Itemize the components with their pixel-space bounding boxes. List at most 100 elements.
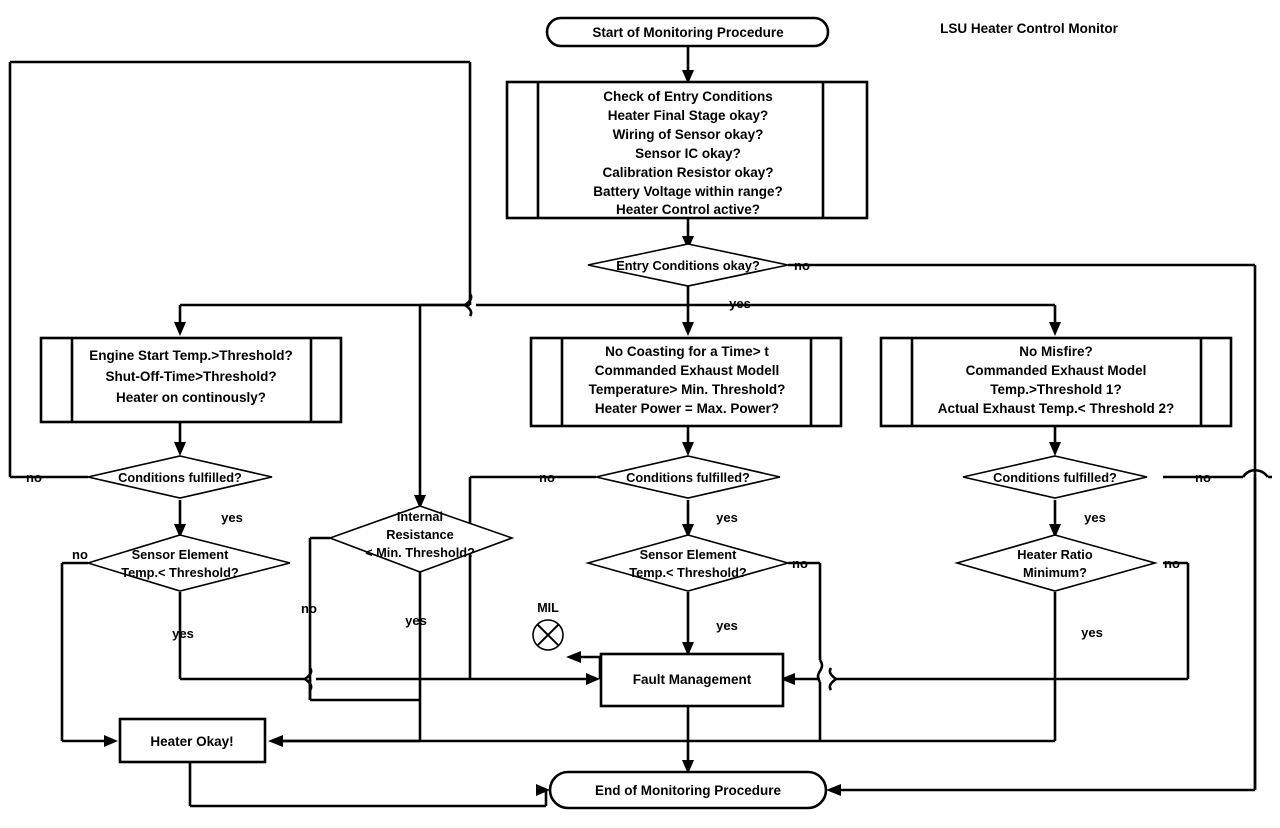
cond-right-shape: [962, 455, 1148, 499]
edge-bus-hop-lower: [464, 303, 473, 317]
end-terminator: End of Monitoring Procedure: [548, 770, 828, 810]
internal-res-shape: [327, 505, 515, 573]
cond-mid-no-label: no: [539, 470, 555, 485]
left-box-line-1: Shut-Off-Time>Threshold?: [105, 369, 276, 384]
entry-conditions-decision: Entry Conditions okay? no yes: [587, 243, 810, 311]
left-box-line-0: Engine Start Temp.>Threshold?: [89, 348, 292, 363]
coasting-exhaust-conditions-box: No Coasting for a Time> t Commanded Exha…: [529, 336, 843, 428]
fault-management-box: Fault Management: [599, 652, 785, 708]
entry-decision-yes-label: yes: [729, 296, 751, 311]
mid-box-line-3: Heater Power = Max. Power?: [595, 401, 779, 416]
arrow-rightbox-to-cond: [1049, 442, 1061, 456]
sensor-left-shape: [85, 534, 291, 592]
edge-condright-no-hop: [1241, 468, 1270, 478]
cond-left-no-label: no: [26, 470, 42, 485]
internal-resistance-decision: Internal Resistance < Min. Threshold? no…: [301, 505, 515, 628]
heater-okay-shape: [118, 717, 267, 764]
sensor-left-line-0: Sensor Element: [132, 547, 229, 562]
cond-left-label: Conditions fulfilled?: [118, 470, 242, 485]
heater-ratio-no-label: no: [1164, 556, 1180, 571]
right-box-outer: [879, 336, 1233, 428]
right-box-line-3: Actual Exhaust Temp.< Threshold 2?: [938, 401, 1174, 416]
conditions-fulfilled-right-decision: Conditions fulfilled? no yes: [962, 455, 1211, 525]
arrow-spine-to-internal-res: [414, 495, 426, 509]
mid-box-line-1: Commanded Exhaust Modell: [595, 363, 780, 378]
cond-left-shape: [87, 455, 273, 499]
right-box-line-2: Temp.>Threshold 1?: [990, 382, 1121, 397]
sensor-mid-yes-label: yes: [716, 618, 738, 633]
internal-res-yes-label: yes: [405, 613, 427, 628]
sensor-left-line-1: Temp.< Threshold?: [121, 565, 239, 580]
cond-right-no-label: no: [1195, 470, 1211, 485]
entry-check-line-2: Wiring of Sensor okay?: [613, 127, 764, 142]
diagram-title: LSU Heater Control Monitor: [940, 21, 1118, 36]
right-box-line-1: Commanded Exhaust Model: [966, 363, 1147, 378]
arrow-sensorleft-no-heaterokay: [104, 735, 118, 747]
heater-ratio-shape: [954, 534, 1158, 592]
entry-check-line-5: Battery Voltage within range?: [593, 184, 783, 199]
sensor-left-yes-label: yes: [172, 626, 194, 641]
cond-right-label: Conditions fulfilled?: [993, 470, 1117, 485]
cond-left-yes-label: yes: [221, 510, 243, 525]
fault-management-shape: [599, 652, 785, 708]
heater-ratio-line-0: Heater Ratio: [1017, 547, 1093, 562]
cond-right-yes-label: yes: [1084, 510, 1106, 525]
entry-check-line-3: Sensor IC okay?: [635, 146, 741, 161]
entry-check-line-4: Calibration Resistor okay?: [602, 165, 773, 180]
entry-decision-no-label: no: [794, 258, 810, 273]
sensor-element-left-decision: Sensor Element Temp.< Threshold? no yes: [72, 534, 291, 641]
arrow-start-to-entry-check: [682, 70, 694, 84]
heater-okay-label: Heater Okay!: [150, 734, 233, 749]
arrow-bus-to-right-box: [1049, 322, 1061, 336]
arrow-sensormid-no-to-fault: [780, 673, 795, 685]
start-terminator-label: Start of Monitoring Procedure: [592, 25, 784, 40]
cond-mid-shape: [595, 455, 781, 499]
sensor-element-mid-decision: Sensor Element Temp.< Threshold? no yes: [585, 534, 808, 633]
cond-mid-label: Conditions fulfilled?: [626, 470, 750, 485]
sensor-mid-line-1: Temp.< Threshold?: [629, 565, 747, 580]
engine-start-conditions-box: Engine Start Temp.>Threshold? Shut-Off-T…: [39, 336, 343, 424]
start-terminator: Start of Monitoring Procedure: [545, 16, 830, 48]
sensor-mid-shape: [585, 534, 791, 592]
sensor-mid-no-label: no: [792, 556, 808, 571]
mil-label: MIL: [537, 601, 559, 615]
internal-res-no-label: no: [301, 601, 317, 616]
entry-decision-label: Entry Conditions okay?: [616, 258, 760, 273]
mid-box-line-2: Temperature> Min. Threshold?: [589, 382, 786, 397]
end-terminator-label: End of Monitoring Procedure: [595, 783, 781, 798]
heater-ratio-line-1: Minimum?: [1023, 565, 1087, 580]
entry-check-outer: [505, 80, 869, 220]
arrow-bus-to-mid-box: [682, 322, 694, 336]
sensor-left-no-label: no: [72, 547, 88, 562]
entry-decision-shape: [587, 243, 789, 287]
edge-faultright-hop-upper: [828, 667, 837, 681]
arrow-right-to-end: [826, 784, 841, 796]
entry-check-line-6: Heater Control active?: [616, 202, 760, 217]
edge-faultright-hop-lower: [828, 677, 837, 691]
entry-check-line-1: Heater Final Stage okay?: [608, 108, 769, 123]
mid-box-line-0: No Coasting for a Time> t: [605, 344, 769, 359]
entry-check-line-0: Check of Entry Conditions: [603, 89, 773, 104]
heater-ratio-yes-label: yes: [1081, 625, 1103, 640]
mid-box-outer: [529, 336, 843, 428]
arrow-sensormid-yes-fault: [682, 642, 694, 656]
start-terminator-shape: [545, 16, 830, 48]
heater-okay-box: Heater Okay!: [118, 717, 267, 764]
sensor-mid-line-0: Sensor Element: [640, 547, 737, 562]
connector-layer: [8, 46, 1272, 808]
left-box-outer: [39, 336, 343, 424]
arrow-faultfeed-to-fault: [586, 673, 600, 685]
conditions-fulfilled-mid-decision: Conditions fulfilled? no yes: [539, 455, 781, 525]
fault-management-label: Fault Management: [633, 672, 752, 687]
internal-res-line-1: Resistance: [386, 527, 454, 542]
internal-res-line-0: Internal: [397, 509, 443, 524]
check-of-entry-conditions-box: Check of Entry Conditions Heater Final S…: [505, 80, 869, 220]
arrow-fault-to-end: [682, 760, 694, 774]
arrow-leftbox-to-cond: [174, 442, 186, 456]
conditions-fulfilled-left-decision: Conditions fulfilled? no yes: [26, 455, 273, 525]
end-terminator-shape: [548, 770, 828, 810]
crossed-circle-icon-slash-2: [536, 623, 560, 647]
mil-indicator: MIL: [532, 601, 564, 651]
arrow-entrycheck-to-entrydec: [682, 236, 694, 250]
